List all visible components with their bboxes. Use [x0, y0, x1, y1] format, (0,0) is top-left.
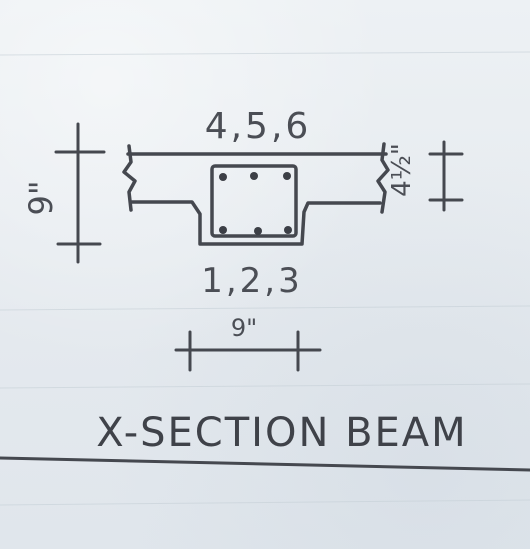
bottom-bar-3 — [284, 226, 292, 234]
bottom-bar-2 — [254, 227, 262, 235]
depth-label: 9" — [22, 180, 60, 215]
reinforcement-bars — [219, 172, 292, 235]
ruled-lines — [0, 51, 530, 506]
top-bar-6 — [283, 172, 291, 180]
slab-thickness-dimension — [428, 140, 464, 212]
width-label: 9" — [231, 314, 257, 342]
sketch-title: X-SECTION BEAM — [96, 410, 467, 456]
top-bar-4 — [219, 173, 227, 181]
bottom-bar-1 — [219, 226, 227, 234]
slab-thickness-label: 4½" — [387, 143, 417, 197]
title-underline — [0, 456, 530, 472]
depth-dimension — [54, 122, 106, 264]
top-bar-5 — [250, 172, 258, 180]
width-dimension — [174, 330, 322, 372]
beam-outline — [122, 142, 390, 246]
bottom-bar-label: 1,2,3 — [201, 261, 303, 301]
top-bar-label: 4,5,6 — [205, 106, 312, 147]
